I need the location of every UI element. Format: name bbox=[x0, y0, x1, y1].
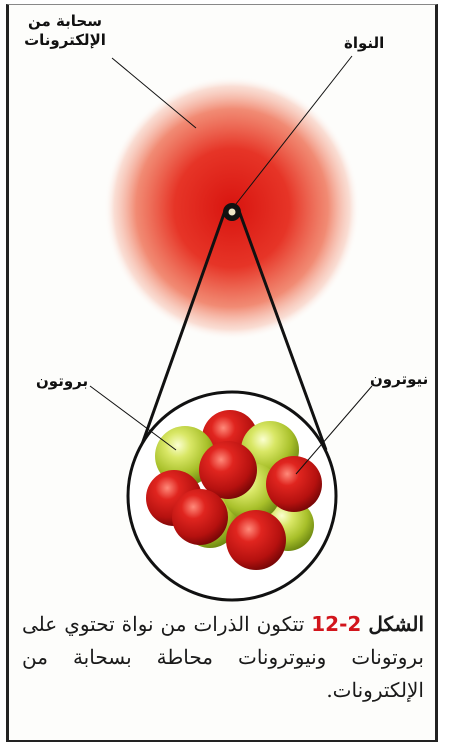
neutron bbox=[266, 456, 322, 512]
figure-caption: الشكل 2-12 تتكون الذرات من نواة تحتوي عل… bbox=[22, 608, 424, 707]
caption-text: تتكون الذرات من نواة تحتوي على بروتونات … bbox=[22, 612, 424, 702]
figure-number: 2-12 bbox=[311, 612, 361, 636]
nucleus-label: النواة bbox=[344, 34, 384, 53]
neutron-label: نيوترون bbox=[370, 370, 428, 389]
electron-cloud-label-line2: الإلكترونات bbox=[14, 31, 116, 50]
neutron bbox=[172, 489, 228, 545]
neutron bbox=[226, 510, 286, 570]
figure-word: الشكل bbox=[368, 612, 424, 636]
electron-cloud-label: سحابة من الإلكترونات bbox=[14, 12, 116, 50]
proton-label: بروتون bbox=[36, 372, 88, 391]
electron-cloud-label-line1: سحابة من bbox=[14, 12, 116, 31]
